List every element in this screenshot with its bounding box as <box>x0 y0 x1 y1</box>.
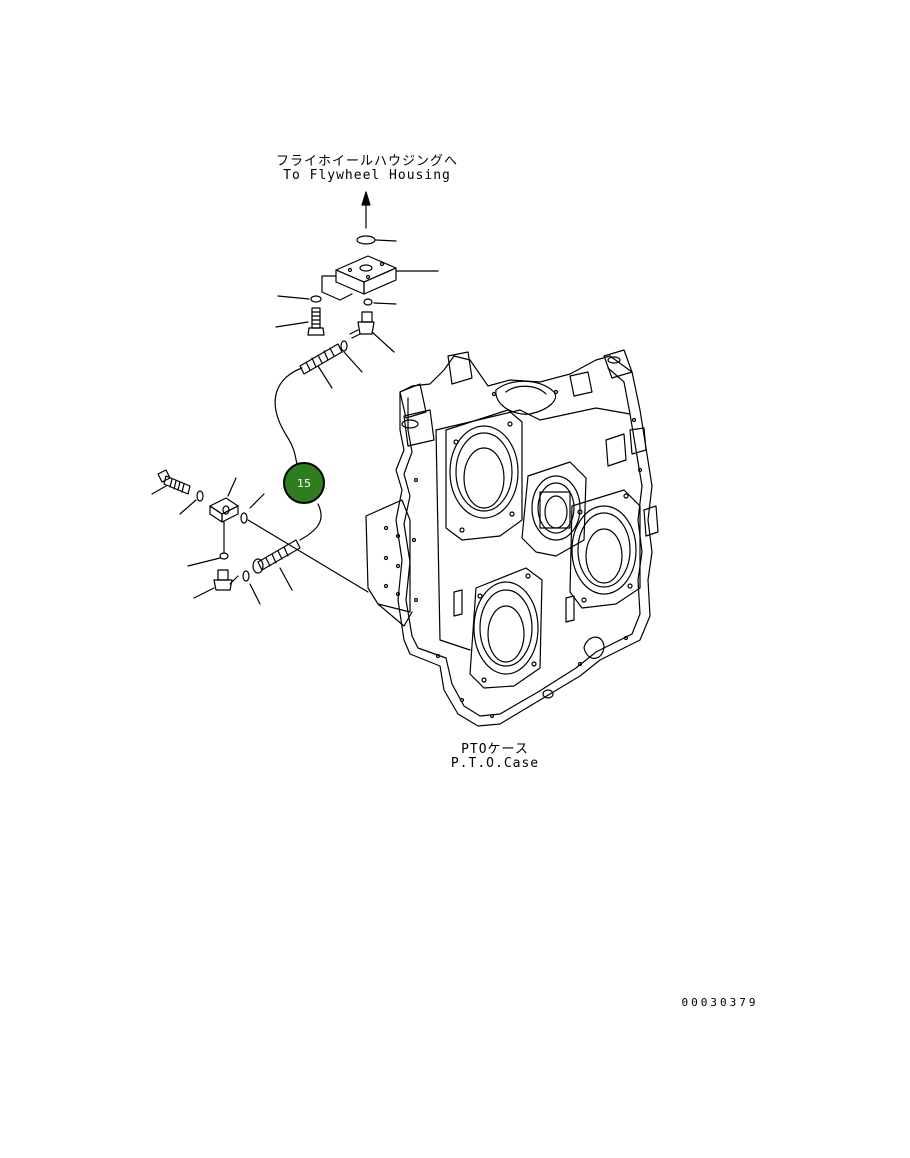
hose-assembly <box>252 340 363 591</box>
o-ring-small-top <box>363 298 397 306</box>
adapter-block-top <box>321 255 439 301</box>
hose-fitting-lower <box>252 539 301 591</box>
elbow-fitting-lower <box>193 569 239 599</box>
figure-number: 00030379 <box>681 996 759 1009</box>
bolt-lower <box>151 469 191 495</box>
direction-arrow <box>361 191 371 229</box>
adapter-block-lower <box>209 477 239 523</box>
pto-case-label-en: P.T.O.Case <box>450 756 540 771</box>
callout-number: 15 <box>297 476 311 490</box>
elbow-fitting-top <box>349 311 395 353</box>
o-ring-small-lower <box>187 521 229 567</box>
flywheel-housing-label-jp: フライホイールハウジングへ <box>275 154 458 169</box>
washer-lower <box>179 490 204 515</box>
o-ring-lower-2 <box>242 570 261 605</box>
washer-top <box>277 295 322 303</box>
bolt-top <box>275 307 325 336</box>
o-ring-top <box>356 235 397 245</box>
hose-fitting-upper <box>299 340 363 389</box>
leader-line <box>247 519 369 593</box>
o-ring-lower <box>240 493 265 524</box>
callout-15[interactable]: 15 <box>283 462 325 504</box>
pto-case <box>365 349 659 727</box>
pto-case-label-jp: PTOケース <box>461 742 529 757</box>
flywheel-housing-label-en: To Flywheel Housing <box>283 168 451 183</box>
